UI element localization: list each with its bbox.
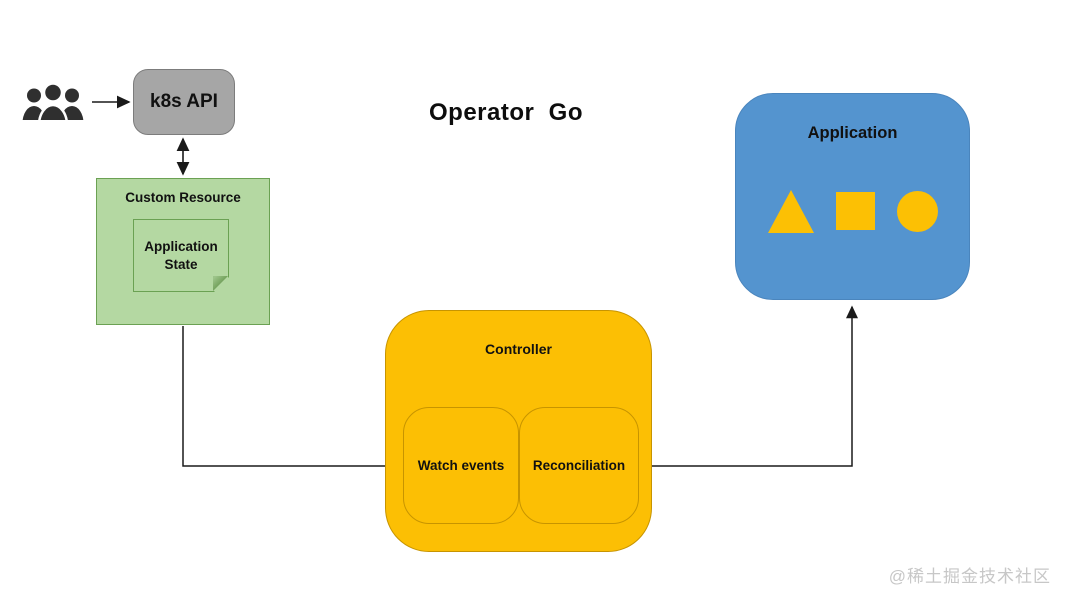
controller-label: Controller [485, 341, 552, 357]
application-state-label: Application State [144, 238, 218, 272]
node-watch-events: Watch events [403, 407, 519, 524]
application-state-note: Application State [133, 219, 229, 292]
square-shape [835, 192, 875, 230]
triangle-shape [767, 189, 814, 233]
watch-events-label: Watch events [417, 458, 505, 473]
edge-reconciliation-to-application [640, 305, 858, 467]
reconciliation-label: Reconciliation [532, 458, 626, 473]
edge-customresource-to-watchevents [182, 326, 400, 472]
node-reconciliation: Reconciliation [519, 407, 639, 524]
node-k8s-api: k8s API [133, 69, 235, 135]
custom-resource-label: Custom Resource [125, 190, 241, 205]
node-controller: Controller Watch events Reconciliation [385, 310, 652, 552]
users-icon [22, 82, 84, 147]
node-custom-resource: Custom Resource Application State [96, 178, 270, 325]
application-label: Application [807, 124, 898, 142]
k8s-api-label: k8s API [150, 91, 218, 112]
circle-shape [896, 190, 938, 232]
node-application: Application [735, 93, 970, 300]
application-shapes [736, 189, 969, 233]
watermark: @稀土掘金技术社区 [888, 567, 1051, 586]
diagram-title: Operator Go [428, 99, 584, 126]
